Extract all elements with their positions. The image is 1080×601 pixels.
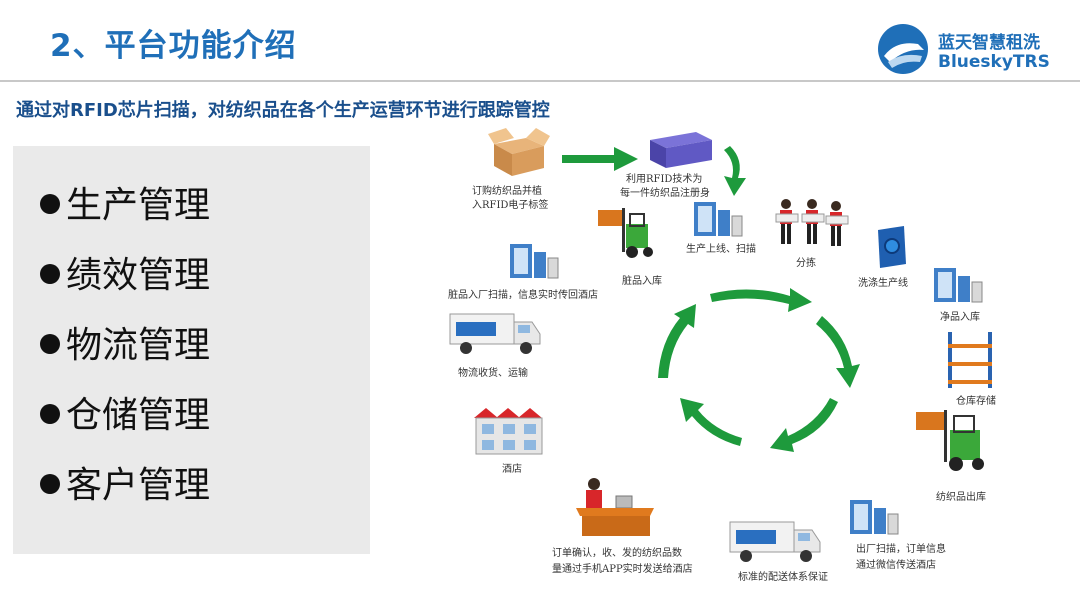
washing-machine-icon	[878, 226, 906, 268]
step-label: 出厂扫描，订单信息	[856, 544, 946, 555]
step-label: 脏品入库	[622, 276, 662, 287]
cardboard-box-icon	[488, 128, 550, 176]
step-label: 酒店	[502, 464, 522, 475]
office-worker-icon	[576, 478, 654, 536]
step-label: 订单确认，收、发的纺织品数	[552, 548, 682, 559]
feature-item: 仓储管理	[40, 386, 210, 438]
page-title: 2、平台功能介绍	[50, 28, 297, 64]
cycle-arrow-icon	[816, 316, 860, 388]
workers-icon	[775, 199, 849, 246]
step-label: 仓库存储	[956, 396, 996, 407]
process-diagram: 订购纺织品并植 入RFID电子标签 利用RFID技术为 每一件纺织品注册身 生产…	[420, 120, 1080, 600]
step-label: 洗涤生产线	[858, 278, 908, 289]
logo-english-name: BlueskyTRS	[938, 52, 1050, 72]
step-label: 入RFID电子标签	[472, 200, 549, 211]
delivery-truck-icon	[729, 521, 821, 562]
feature-item: 物流管理	[40, 316, 210, 368]
delivery-truck-icon	[449, 313, 541, 354]
cycle-arrow-icon	[680, 398, 742, 446]
bullet-icon	[40, 334, 60, 354]
rfid-gate-icon	[510, 244, 559, 279]
feature-item: 生产管理	[40, 176, 210, 228]
subtitle: 通过对RFID芯片扫描，对纺织品在各个生产运营环节进行跟踪管控	[16, 100, 550, 121]
flow-arrow-icon	[562, 147, 638, 171]
step-label: 净品入库	[940, 312, 980, 323]
step-label: 物流收货、运输	[458, 368, 528, 379]
bullet-icon	[40, 474, 60, 494]
feature-label: 生产管理	[66, 185, 211, 226]
rfid-gate-icon	[934, 268, 983, 303]
bullet-icon	[40, 404, 60, 424]
bullet-icon	[40, 194, 60, 214]
cycle-arrow-icon	[710, 288, 812, 312]
logo-chinese-name: 蓝天智慧租洗	[938, 33, 1040, 53]
forklift-icon	[916, 410, 984, 471]
cycle-arrow-icon	[658, 304, 696, 378]
feature-item: 绩效管理	[40, 246, 210, 298]
feature-panel	[13, 146, 370, 554]
hotel-building-icon	[474, 408, 543, 455]
step-label: 通过微信传送酒店	[856, 560, 936, 571]
feature-item: 客户管理	[40, 456, 210, 508]
header-divider	[0, 80, 1080, 82]
logo: 蓝天智慧租洗 BlueskyTRS	[876, 22, 1056, 78]
logo-icon	[878, 24, 928, 74]
feature-label: 客户管理	[66, 465, 211, 506]
feature-label: 物流管理	[66, 325, 211, 366]
cycle-arrow-icon	[770, 398, 838, 452]
rfid-container-icon	[650, 132, 712, 168]
flow-arrow-icon	[724, 146, 746, 196]
rfid-gate-icon	[850, 500, 899, 535]
step-label: 量通过手机APP实时发送给酒店	[552, 564, 693, 575]
rfid-gate-icon	[694, 202, 743, 237]
feature-label: 绩效管理	[66, 255, 211, 296]
step-label: 生产上线、扫描	[686, 244, 756, 255]
bullet-icon	[40, 264, 60, 284]
storage-shelf-icon	[948, 332, 992, 388]
step-label: 分拣	[796, 258, 816, 269]
feature-label: 仓储管理	[66, 395, 211, 436]
step-label: 利用RFID技术为	[626, 174, 703, 185]
forklift-icon	[598, 208, 653, 258]
step-label: 纺织品出库	[936, 492, 986, 503]
cycle-arrows	[658, 288, 860, 452]
step-label: 订购纺织品并植	[472, 186, 542, 197]
step-label: 脏品入厂扫描，信息实时传回酒店	[448, 290, 598, 301]
step-label: 每一件纺织品注册身	[620, 188, 710, 199]
step-label: 标准的配送体系保证	[738, 572, 828, 583]
